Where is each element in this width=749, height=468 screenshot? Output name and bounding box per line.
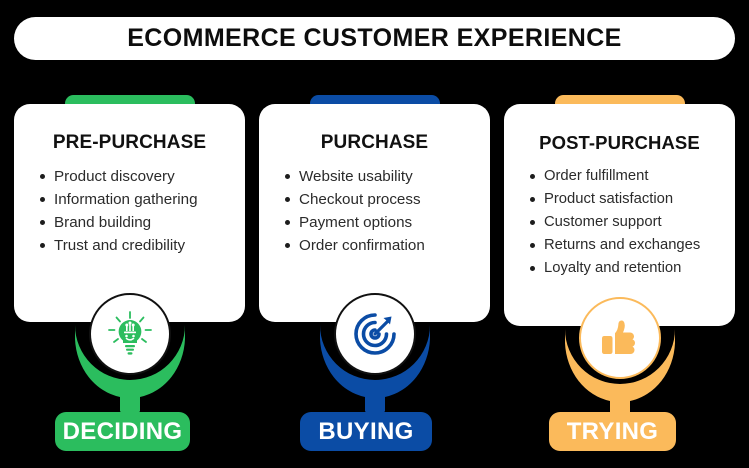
cup-stem-shape-green [74, 325, 185, 425]
bullet-list-purchase: Website usability Checkout process Payme… [273, 165, 476, 257]
title-banner: ECOMMERCE CUSTOMER EXPERIENCE [14, 17, 735, 60]
cup-stem-shape-blue [319, 325, 430, 425]
card-title-post-purchase: POST-PURCHASE [539, 132, 700, 153]
badge-pre-purchase [66, 293, 194, 443]
list-item: Trust and credibility [40, 234, 231, 257]
badge-purchase [311, 293, 439, 443]
stage-pill-trying[interactable]: TRYING [549, 412, 676, 451]
list-item: Product satisfaction [530, 188, 721, 211]
card-title-purchase: PURCHASE [320, 132, 429, 153]
bullet-list-post-purchase: Order fulfillment Product satisfaction C… [518, 165, 721, 280]
lightbulb-circuit-icon [107, 311, 152, 355]
stage-pill-buying[interactable]: BUYING [300, 412, 432, 451]
stage-pill-label: DECIDING [62, 417, 183, 445]
card-purchase: PURCHASE Website usability Checkout proc… [259, 104, 490, 322]
list-item: Loyalty and retention [530, 257, 721, 280]
bullet-list-pre-purchase: Product discovery Information gathering … [28, 165, 231, 257]
list-item: Checkout process [285, 188, 476, 211]
list-item: Website usability [285, 165, 476, 188]
card-post-purchase: POST-PURCHASE Order fulfillment Product … [504, 104, 735, 326]
list-item: Order fulfillment [530, 165, 721, 188]
list-item: Product discovery [40, 165, 231, 188]
stage-pill-label: BUYING [318, 417, 414, 445]
icon-badge-post-purchase [578, 297, 661, 379]
list-item: Customer support [530, 211, 721, 234]
list-item: Brand building [40, 211, 231, 234]
list-item: Order confirmation [285, 234, 476, 257]
badge-post-purchase [556, 297, 684, 447]
list-item: Returns and exchanges [530, 234, 721, 257]
list-item: Payment options [285, 211, 476, 234]
thumbs-up-icon [601, 320, 635, 354]
page-title: ECOMMERCE CUSTOMER EXPERIENCE [127, 24, 622, 52]
icon-badge-pre-purchase [88, 293, 171, 375]
list-item: Information gathering [40, 188, 231, 211]
target-arrow-icon [353, 313, 396, 355]
cup-stem-shape-orange [564, 329, 675, 429]
icon-badge-purchase [333, 293, 416, 375]
stage-pill-deciding[interactable]: DECIDING [55, 412, 190, 451]
card-pre-purchase: PRE-PURCHASE Product discovery Informati… [14, 104, 245, 322]
card-title-pre-purchase: PRE-PURCHASE [52, 132, 207, 153]
stage-pill-label: TRYING [566, 417, 659, 445]
